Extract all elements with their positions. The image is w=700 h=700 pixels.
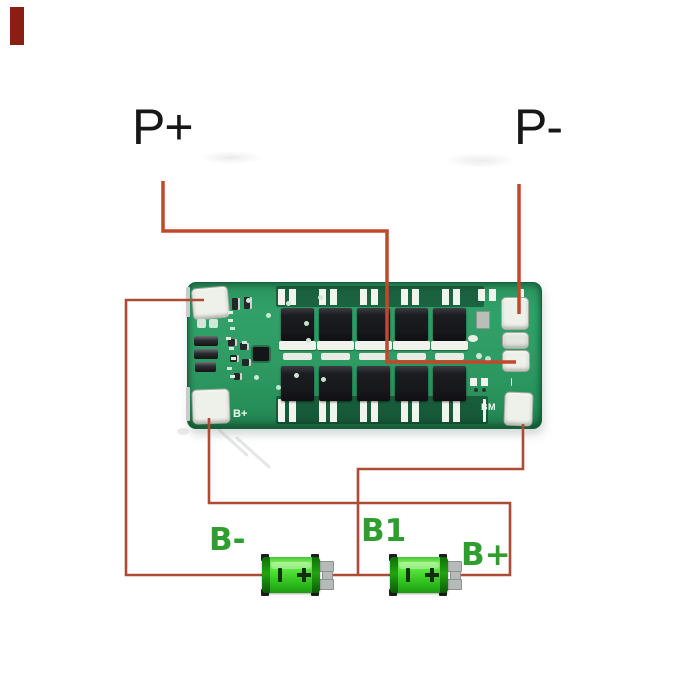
battery-positive-end [440,557,448,593]
ic-chip [253,347,269,361]
mosfet [395,308,428,341]
minus-mark-icon [278,568,282,582]
bms-pcb-board: B+ BM [186,282,542,429]
pcb-top-pad-row [278,289,480,305]
test-pad [197,319,206,328]
via [476,353,482,359]
mosfet [395,366,428,401]
battery-body [390,557,448,593]
shadow-speck [177,428,189,435]
smudge [443,153,517,168]
component-dots [474,388,478,392]
smd-resistor [230,355,239,362]
label-p-plus: P+ [132,99,194,155]
solder-stripe [435,353,464,360]
test-pad [209,319,218,328]
solder-stripe [431,341,468,350]
red-corner-mark [10,7,24,45]
plus-mark-icon [425,568,439,582]
label-p-minus: P- [514,99,563,155]
smd-component [476,311,490,329]
pad-b-plus-terminal [191,388,231,425]
test-pad [468,335,478,342]
pad-bm-terminal [503,391,534,427]
smd-resistor [240,343,249,350]
solder-stripe [355,341,392,350]
battery-connector [447,579,462,590]
smd-capacitor [194,336,218,346]
smd-capacitor [194,349,218,359]
mosfet [319,366,352,401]
smd-resistor [234,373,242,380]
solder-stripe [393,341,430,350]
board-edge-nib [186,287,190,317]
smudge [200,151,262,164]
battery-connector [322,571,333,580]
via [485,356,491,362]
smd-resistor [232,298,240,310]
silkscreen-b-plus: B+ [233,408,248,420]
via-dots [266,313,271,318]
label-b-minus: B- [209,522,246,558]
silkscreen-bm: BM [481,402,496,412]
mosfet [433,308,466,341]
battery-body [262,557,320,593]
mosfet [357,308,390,341]
pcb-bottom-pad-row [278,399,486,422]
shadow-streak [234,435,272,470]
solder-stripe [359,353,388,360]
pad-b-minus-terminal [190,285,231,321]
pad-right-middle [502,332,529,349]
solder-stripe [283,353,312,360]
mosfet [433,366,466,401]
smd-resistor [228,339,237,346]
battery-positive-end [312,557,320,593]
smd-resistor [242,359,251,366]
mosfet [281,308,314,341]
battery-connector [450,571,461,580]
label-b-plus: B+ [461,537,511,573]
battery-cell-1 [259,553,337,597]
battery-negative-end [390,557,398,593]
mosfet [281,366,314,401]
battery-negative-end [262,557,270,593]
mosfet [319,308,352,341]
plus-mark-icon [297,568,311,582]
battery-cell-2 [387,553,465,597]
silkscreen-marks [228,311,233,314]
small-pad-row [470,378,512,386]
smd-capacitor [195,362,216,372]
mosfet [357,366,390,401]
board-edge-nib [186,387,190,421]
pad-p-plus-terminal [502,350,530,372]
solder-stripe [397,353,426,360]
solder-stripe [317,341,354,350]
solder-stripe [321,353,350,360]
smd-resistor [244,297,252,309]
battery-connector [319,579,334,590]
minus-mark-icon [406,568,410,582]
pad-p-minus-terminal [501,297,529,330]
solder-stripe [279,341,316,350]
label-b1: B1 [361,513,407,549]
